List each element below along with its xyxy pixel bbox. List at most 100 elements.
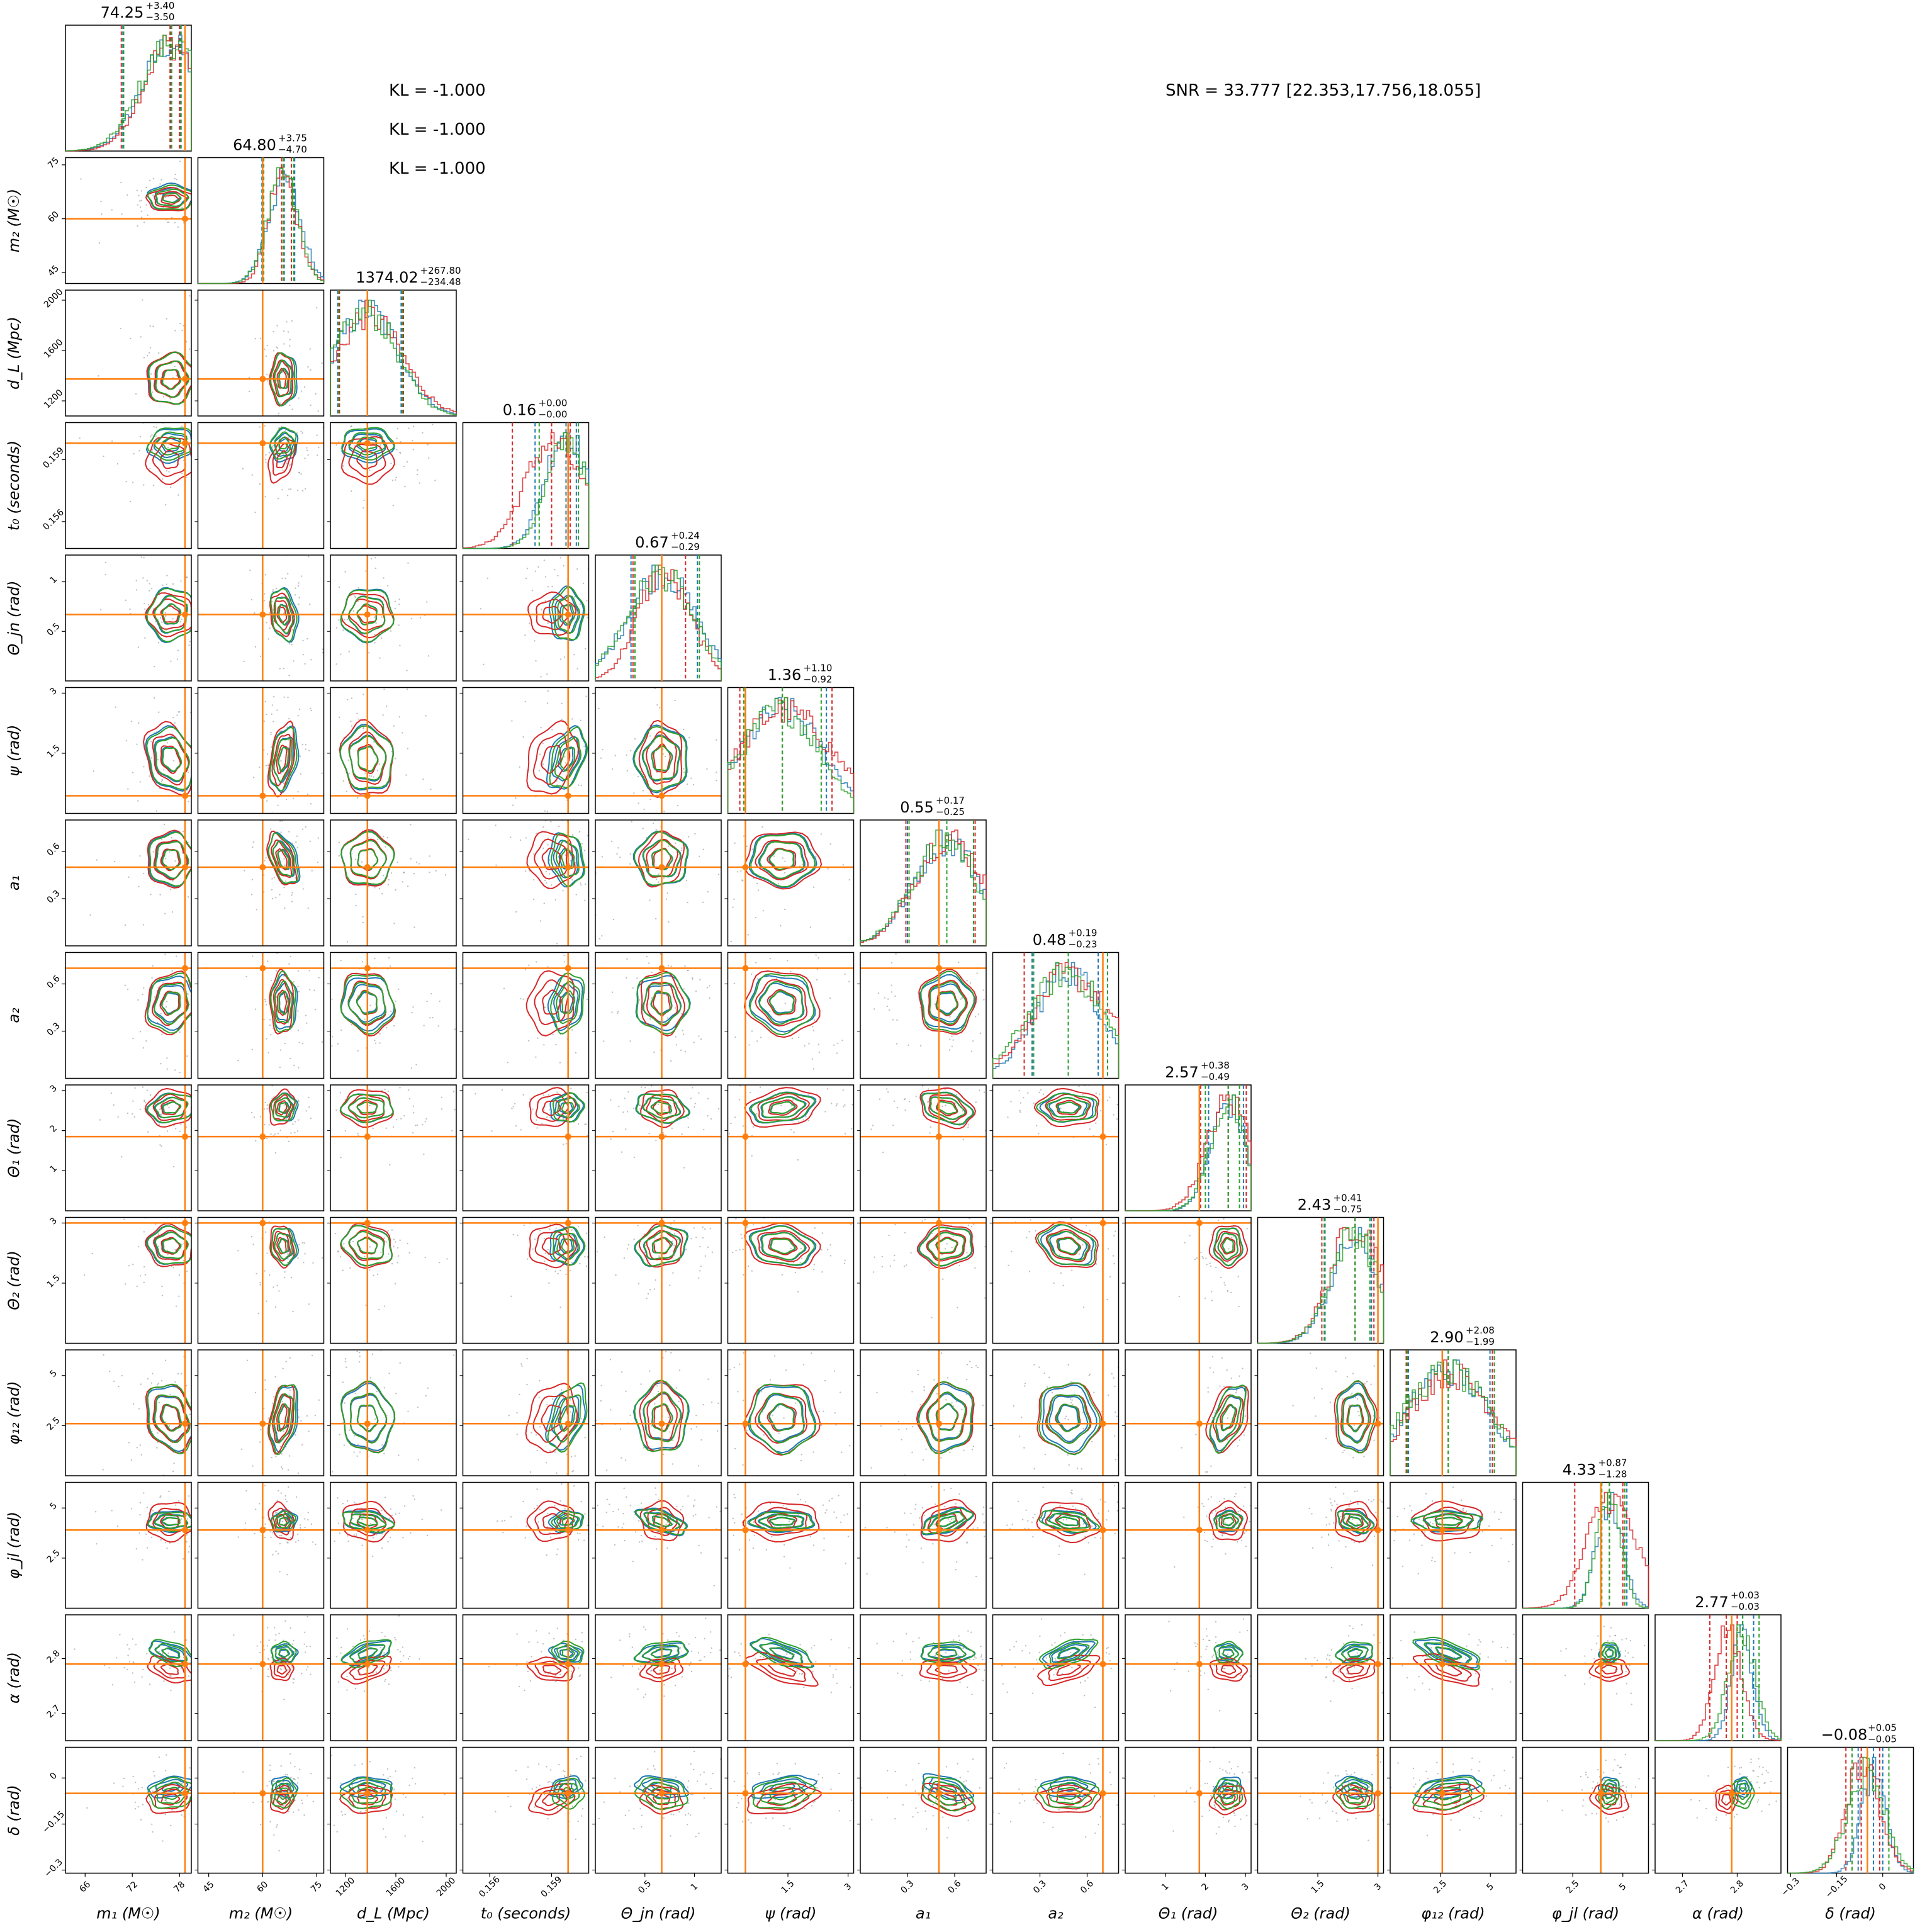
sample-point <box>243 940 244 941</box>
sample-point <box>699 1270 701 1272</box>
sample-point <box>393 725 395 727</box>
sample-point <box>923 1386 925 1388</box>
sample-point <box>1095 1092 1098 1094</box>
sample-point <box>148 352 150 354</box>
sample-point <box>651 971 653 974</box>
sample-point <box>658 1255 660 1257</box>
sample-point <box>597 1196 598 1198</box>
sample-point <box>515 797 517 799</box>
sample-point <box>307 366 309 368</box>
sample-point <box>383 1305 386 1307</box>
sample-point <box>210 204 211 205</box>
sample-point <box>556 533 558 534</box>
sample-point <box>124 425 125 426</box>
contour-green-1 <box>155 360 190 398</box>
sample-point <box>829 1244 831 1246</box>
sample-point <box>381 1444 383 1446</box>
sample-point <box>577 1213 578 1215</box>
sample-point <box>818 1052 821 1053</box>
sample-point <box>655 829 657 831</box>
sample-point <box>298 397 300 399</box>
sample-point <box>690 1237 692 1240</box>
sample-point <box>471 775 472 777</box>
sample-point <box>392 1126 395 1128</box>
sample-point <box>351 490 352 492</box>
sample-point <box>751 1030 753 1032</box>
sample-point <box>200 431 201 432</box>
sample-point <box>347 699 349 701</box>
sample-point <box>693 1042 695 1043</box>
sample-point <box>396 428 399 430</box>
sample-point <box>338 586 340 588</box>
sample-point <box>145 1040 147 1042</box>
contour-green-0 <box>936 1237 958 1254</box>
hist-red-a2 <box>992 962 1120 1079</box>
sample-point <box>526 568 529 570</box>
sample-point <box>1052 1059 1053 1060</box>
sample-point <box>1115 1411 1116 1413</box>
sample-point <box>535 961 537 963</box>
sample-point <box>999 989 1001 991</box>
sample-point <box>1330 1490 1332 1491</box>
sample-point <box>626 770 628 772</box>
sample-point <box>812 1030 815 1031</box>
sample-point <box>606 643 607 644</box>
panel-frame <box>727 1349 855 1476</box>
sample-point <box>1237 1238 1239 1240</box>
sample-point <box>400 1118 402 1120</box>
sample-point <box>965 1393 968 1395</box>
hist-red-m2 <box>198 167 325 284</box>
contour-green-2 <box>551 833 586 887</box>
sample-point <box>290 1205 291 1206</box>
sample-point <box>759 1086 761 1088</box>
sample-point <box>394 600 396 603</box>
sample-point <box>763 1082 764 1084</box>
sample-point <box>931 1232 933 1235</box>
truth-point <box>658 864 665 870</box>
sample-point <box>362 694 364 695</box>
truth-point <box>564 792 571 799</box>
sample-point <box>259 1281 261 1284</box>
sample-point <box>198 1099 199 1101</box>
sample-point <box>644 1244 646 1247</box>
sample-point <box>624 1074 625 1075</box>
sample-point <box>698 1035 700 1037</box>
sample-point <box>944 1207 945 1208</box>
sample-point <box>895 953 897 955</box>
sample-point <box>1228 1248 1230 1250</box>
sample-point <box>296 846 298 849</box>
sample-point <box>104 561 107 564</box>
sample-point <box>702 1237 704 1239</box>
sample-point <box>269 943 271 945</box>
sample-point <box>111 440 113 442</box>
sample-point <box>921 1220 923 1222</box>
sample-point <box>270 828 272 830</box>
sample-point <box>216 1356 217 1357</box>
sample-point <box>588 1212 589 1213</box>
sample-point <box>1016 1069 1018 1070</box>
sample-point <box>551 585 553 588</box>
sample-point <box>1142 1262 1143 1263</box>
sample-point <box>991 1383 992 1384</box>
sample-point <box>410 1067 413 1069</box>
sample-point <box>320 1442 322 1444</box>
truth-point <box>182 965 188 972</box>
sample-point <box>544 576 547 578</box>
sample-point <box>693 1227 695 1229</box>
sample-point <box>264 348 266 351</box>
sample-point <box>644 1074 645 1075</box>
sample-point <box>1099 1093 1101 1096</box>
panel-frame <box>860 819 987 946</box>
sample-point <box>332 1036 334 1038</box>
sample-point <box>534 570 537 572</box>
contour-red-1 <box>928 979 969 1026</box>
sample-point <box>547 966 549 968</box>
sample-point <box>386 585 389 587</box>
sample-point <box>544 810 546 812</box>
sample-point <box>155 810 158 812</box>
truth-point <box>259 864 266 870</box>
sample-point <box>1089 1128 1091 1130</box>
sample-point <box>308 1096 310 1099</box>
sample-point <box>592 1004 593 1005</box>
sample-point <box>181 618 183 621</box>
